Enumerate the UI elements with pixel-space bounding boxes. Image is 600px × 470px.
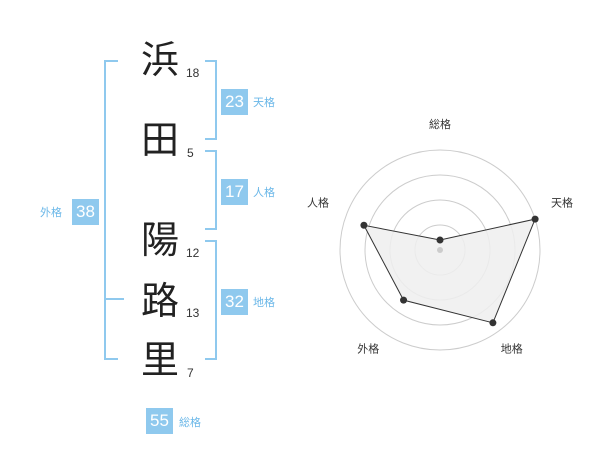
gaikaku-bracket-mid <box>104 298 124 300</box>
radar-center <box>437 247 443 253</box>
tenkaku-bracket-top <box>205 60 217 62</box>
gaikaku-bracket-bottom <box>104 358 118 360</box>
radar-grid-ring <box>339 149 541 351</box>
tenkaku-bracket <box>215 60 217 140</box>
gaikaku-bracket <box>104 60 106 360</box>
stroke-count-1: 18 <box>186 66 200 80</box>
gaikaku-badge: 38 <box>72 199 99 225</box>
radar-axis-label-1: 総格 <box>429 117 451 131</box>
stroke-count-2: 5 <box>187 146 194 160</box>
radar-point-5 <box>360 221 368 229</box>
jinkaku-bracket-top <box>205 150 217 152</box>
tenkaku-badge: 23 <box>221 89 248 115</box>
jinkaku-bracket <box>215 150 217 230</box>
radar-point-4 <box>400 296 408 304</box>
jinkaku-badge: 17 <box>221 179 248 205</box>
radar-point-3 <box>489 319 497 327</box>
tenkaku-label: 天格 <box>253 96 275 109</box>
chikaku-bracket <box>215 240 217 360</box>
stroke-count-5: 7 <box>187 366 194 380</box>
chikaku-bracket-top <box>205 240 217 242</box>
radar-point-1 <box>436 236 444 244</box>
radar-axis-label-3: 地格 <box>501 342 523 356</box>
chikaku-badge: 32 <box>221 289 248 315</box>
jinkaku-bracket-bottom <box>205 228 217 230</box>
name-char-5: 里 <box>141 338 180 382</box>
chikaku-bracket-bottom <box>205 358 217 360</box>
name-char-4: 路 <box>141 279 180 323</box>
gaikaku-bracket-top <box>104 60 118 62</box>
chikaku-label: 地格 <box>253 296 275 309</box>
tenkaku-bracket-bottom <box>205 138 217 140</box>
name-char-2: 田 <box>141 118 180 162</box>
radar-axis-label-5: 人格 <box>307 195 329 209</box>
soukaku-badge: 55 <box>146 408 173 434</box>
soukaku-label: 総格 <box>179 416 201 429</box>
radar-shape <box>362 218 536 324</box>
stroke-count-4: 13 <box>186 306 200 320</box>
name-char-1: 浜 <box>141 38 180 82</box>
stroke-count-3: 12 <box>186 246 200 260</box>
gaikaku-label: 外格 <box>40 206 62 219</box>
radar-axis-label-2: 天格 <box>551 195 573 209</box>
radar-axis-label-4: 外格 <box>357 342 379 356</box>
jinkaku-label: 人格 <box>253 186 275 199</box>
radar-point-2 <box>531 215 539 223</box>
name-char-3: 陽 <box>141 218 180 262</box>
